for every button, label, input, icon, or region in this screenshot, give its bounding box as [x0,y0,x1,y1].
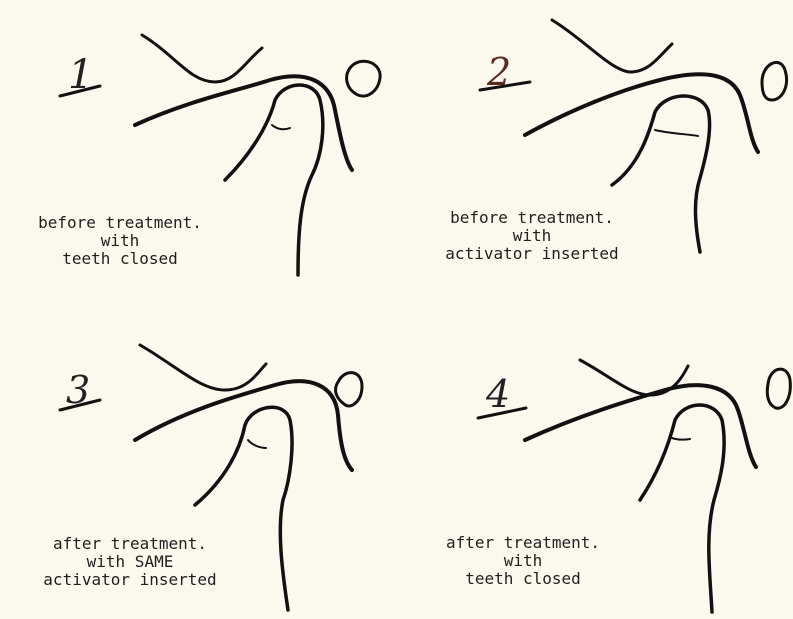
panel-4-number: 4 [486,372,510,416]
panel-4-condyle [640,405,724,612]
panel-1-condyle [225,85,323,275]
panel-1-number: 1 [68,52,93,98]
panel-4-joint-mark [672,438,690,440]
panel-4-caption-line-3: teeth closed [433,570,613,588]
panel-4-caption-line-2: with [433,552,613,570]
panel-2-number: 2 [487,50,511,94]
panel-1-caption-line-3: teeth closed [10,250,230,268]
panel-1-upper-arc [142,35,262,82]
panel-2-caption-line-1: before treatment. [432,209,632,227]
panel-3-caption-line-2: with SAME [5,553,255,571]
panel-1-caption-line-2: with [10,232,230,250]
panel-2-upper-arc [552,20,672,72]
panel-1-ear-shape [347,61,381,96]
panel-3-caption: after treatment. with SAME activator ins… [5,535,255,589]
panel-4-caption-line-1: after treatment. [433,534,613,552]
panel-3-joint-mark [248,440,266,448]
panel-3-ear-shape [336,373,362,406]
panel-2-caption-line-2: with [432,227,632,245]
panel-2-fossa [525,74,758,152]
panel-4-ear-shape [767,369,790,408]
panel-1-joint-mark [272,125,290,129]
panel-1-caption-line-1: before treatment. [10,214,230,232]
panel-2-joint-mark [655,130,698,136]
panel-3-number: 3 [66,368,90,412]
panel-3-upper-arc [140,345,266,390]
panel-3-caption-line-3: activator inserted [5,571,255,589]
panel-2-caption: before treatment. with activator inserte… [432,209,632,263]
panel-4-caption: after treatment. with teeth closed [433,534,613,588]
panel-2-ear-shape [762,62,787,100]
panel-2-caption-line-3: activator inserted [432,245,632,263]
panel-1-caption: before treatment. with teeth closed [10,214,230,268]
panel-3-caption-line-1: after treatment. [5,535,255,553]
